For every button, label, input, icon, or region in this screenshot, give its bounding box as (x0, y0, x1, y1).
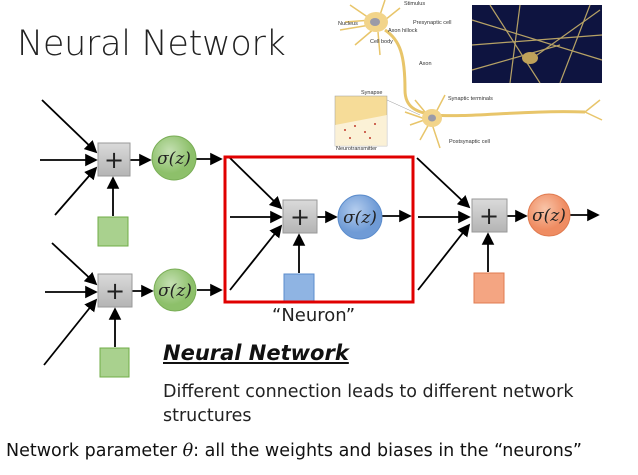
description: Different connection leads to different … (163, 382, 574, 426)
sum-node-neuron: + (282, 199, 318, 234)
activation-neuron: σ(z) (337, 194, 383, 240)
label-neurotransmitter: Neurotransmitter (336, 146, 377, 152)
label-synaptic-terminals: Synaptic terminals (448, 96, 493, 102)
svg-text:+: + (290, 203, 310, 231)
bias-output (473, 272, 505, 304)
activation-layer1-top: σ(z) (151, 135, 197, 181)
svg-text:σ(z): σ(z) (532, 206, 566, 226)
sum-node-layer1-bottom: + (97, 273, 133, 308)
label-postsynaptic-cell: Postsynaptic cell (449, 139, 490, 145)
neuron-highlight-box (223, 155, 415, 304)
label-stimulus: Stimulus (404, 1, 425, 7)
bias-layer1-bottom (99, 347, 130, 378)
label-cell-body: Cell body (370, 39, 393, 45)
section-heading: Neural Network (163, 341, 349, 365)
svg-text:σ(z): σ(z) (158, 281, 192, 301)
param-suffix: : all the weights and biases in the “neu… (193, 441, 582, 461)
svg-text:+: + (105, 277, 125, 305)
neuron-photo (471, 4, 603, 84)
slide-title: Neural Network (17, 24, 286, 64)
label-presynaptic-cell: Presynaptic cell (413, 20, 452, 26)
activation-layer1-bottom: σ(z) (153, 268, 197, 312)
activation-output: σ(z) (527, 193, 571, 237)
label-axon-hillock: Axon hillock (388, 28, 418, 34)
parameter-note: Network parameter θ: all the weights and… (6, 441, 582, 461)
theta-symbol: θ (182, 441, 194, 461)
svg-text:+: + (104, 146, 124, 174)
neuron-caption: “Neuron” (272, 305, 356, 326)
sum-node-output: + (471, 198, 508, 233)
label-axon: Axon (419, 61, 432, 67)
svg-text:+: + (479, 202, 499, 230)
sum-node-layer1-top: + (97, 142, 131, 177)
label-nucleus: Nucleus (338, 21, 358, 27)
input-connections (40, 99, 600, 366)
svg-text:σ(z): σ(z) (343, 208, 377, 228)
param-prefix: Network parameter (6, 441, 183, 461)
neuron-illustration: Stimulus Nucleus Presynaptic cell Axon h… (334, 0, 603, 152)
svg-text:σ(z): σ(z) (157, 149, 191, 169)
bias-layer1-top (97, 216, 129, 247)
bias-neuron (283, 273, 315, 303)
label-synapse: Synapse (361, 90, 382, 96)
